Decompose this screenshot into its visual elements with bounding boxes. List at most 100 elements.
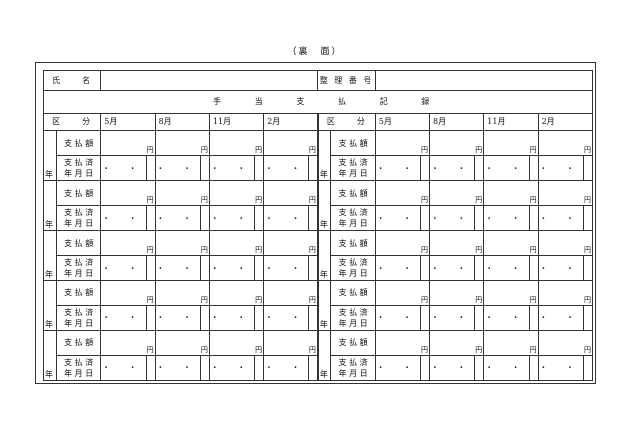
paid-date-extra-cell[interactable] bbox=[199, 155, 210, 182]
amount-yen-cell[interactable]: 円 bbox=[154, 230, 210, 257]
year-cell[interactable]: 年 bbox=[42, 280, 58, 331]
paid-date-cell[interactable]: ・ ・ bbox=[154, 205, 201, 232]
amount-yen-cell[interactable]: 円 bbox=[537, 280, 594, 306]
paid-date-cell[interactable]: ・ ・ bbox=[263, 155, 310, 182]
paid-date-cell[interactable]: ・ ・ bbox=[208, 304, 256, 331]
paid-date-cell[interactable]: ・ ・ bbox=[429, 354, 476, 382]
year-cell[interactable]: 年 bbox=[317, 130, 332, 182]
paid-date-extra-cell[interactable] bbox=[145, 304, 156, 331]
year-cell[interactable]: 年 bbox=[317, 329, 332, 382]
paid-date-cell[interactable]: ・ ・ bbox=[154, 354, 201, 382]
amount-yen-cell[interactable]: 円 bbox=[263, 180, 319, 207]
amount-yen-cell[interactable]: 円 bbox=[374, 130, 431, 157]
paid-date-cell[interactable]: ・ ・ bbox=[100, 354, 147, 382]
paid-date-cell[interactable]: ・ ・ bbox=[429, 155, 476, 182]
paid-date-extra-cell[interactable] bbox=[254, 304, 265, 331]
paid-date-cell[interactable]: ・ ・ bbox=[208, 255, 256, 282]
amount-yen-cell[interactable]: 円 bbox=[154, 180, 210, 207]
amount-yen-cell[interactable]: 円 bbox=[208, 280, 265, 306]
paid-date-cell[interactable]: ・ ・ bbox=[374, 304, 421, 331]
paid-date-extra-cell[interactable] bbox=[419, 155, 431, 182]
amount-yen-cell[interactable]: 円 bbox=[483, 130, 539, 157]
paid-date-extra-cell[interactable] bbox=[308, 155, 319, 182]
paid-date-extra-cell[interactable] bbox=[308, 255, 319, 282]
paid-date-extra-cell[interactable] bbox=[528, 304, 539, 331]
amount-yen-cell[interactable]: 円 bbox=[154, 329, 210, 356]
amount-yen-cell[interactable]: 円 bbox=[263, 130, 319, 157]
paid-date-cell[interactable]: ・ ・ bbox=[374, 354, 421, 382]
paid-date-cell[interactable]: ・ ・ bbox=[537, 205, 584, 232]
amount-yen-cell[interactable]: 円 bbox=[374, 230, 431, 257]
paid-date-cell[interactable]: ・ ・ bbox=[154, 155, 201, 182]
year-cell[interactable]: 年 bbox=[42, 329, 58, 382]
amount-yen-cell[interactable]: 円 bbox=[100, 329, 156, 356]
paid-date-extra-cell[interactable] bbox=[199, 304, 210, 331]
paid-date-cell[interactable]: ・ ・ bbox=[537, 354, 584, 382]
amount-yen-cell[interactable]: 円 bbox=[154, 130, 210, 157]
paid-date-extra-cell[interactable] bbox=[419, 205, 431, 232]
paid-date-extra-cell[interactable] bbox=[145, 354, 156, 382]
paid-date-extra-cell[interactable] bbox=[308, 304, 319, 331]
year-cell[interactable]: 年 bbox=[42, 130, 58, 182]
paid-date-extra-cell[interactable] bbox=[528, 354, 539, 382]
paid-date-cell[interactable]: ・ ・ bbox=[100, 255, 147, 282]
paid-date-extra-cell[interactable] bbox=[474, 255, 485, 282]
amount-yen-cell[interactable]: 円 bbox=[537, 130, 594, 157]
paid-date-cell[interactable]: ・ ・ bbox=[483, 354, 530, 382]
paid-date-extra-cell[interactable] bbox=[582, 155, 594, 182]
paid-date-extra-cell[interactable] bbox=[254, 354, 265, 382]
amount-yen-cell[interactable]: 円 bbox=[208, 329, 265, 356]
paid-date-extra-cell[interactable] bbox=[474, 354, 485, 382]
amount-yen-cell[interactable]: 円 bbox=[208, 180, 265, 207]
year-cell[interactable]: 年 bbox=[317, 230, 332, 282]
paid-date-extra-cell[interactable] bbox=[582, 205, 594, 232]
paid-date-extra-cell[interactable] bbox=[199, 354, 210, 382]
paid-date-extra-cell[interactable] bbox=[254, 155, 265, 182]
paid-date-extra-cell[interactable] bbox=[199, 255, 210, 282]
paid-date-cell[interactable]: ・ ・ bbox=[263, 304, 310, 331]
paid-date-extra-cell[interactable] bbox=[199, 205, 210, 232]
amount-yen-cell[interactable]: 円 bbox=[263, 230, 319, 257]
paid-date-cell[interactable]: ・ ・ bbox=[208, 354, 256, 382]
amount-yen-cell[interactable]: 円 bbox=[374, 329, 431, 356]
amount-yen-cell[interactable]: 円 bbox=[429, 280, 485, 306]
paid-date-cell[interactable]: ・ ・ bbox=[429, 255, 476, 282]
paid-date-extra-cell[interactable] bbox=[254, 205, 265, 232]
year-cell[interactable]: 年 bbox=[317, 280, 332, 331]
amount-yen-cell[interactable]: 円 bbox=[100, 180, 156, 207]
paid-date-extra-cell[interactable] bbox=[528, 255, 539, 282]
paid-date-extra-cell[interactable] bbox=[528, 205, 539, 232]
paid-date-cell[interactable]: ・ ・ bbox=[208, 205, 256, 232]
paid-date-extra-cell[interactable] bbox=[419, 255, 431, 282]
paid-date-extra-cell[interactable] bbox=[308, 205, 319, 232]
paid-date-cell[interactable]: ・ ・ bbox=[374, 255, 421, 282]
paid-date-cell[interactable]: ・ ・ bbox=[263, 354, 310, 382]
amount-yen-cell[interactable]: 円 bbox=[208, 230, 265, 257]
paid-date-extra-cell[interactable] bbox=[145, 155, 156, 182]
paid-date-cell[interactable]: ・ ・ bbox=[537, 155, 584, 182]
paid-date-cell[interactable]: ・ ・ bbox=[374, 205, 421, 232]
paid-date-extra-cell[interactable] bbox=[308, 354, 319, 382]
paid-date-cell[interactable]: ・ ・ bbox=[263, 255, 310, 282]
paid-date-extra-cell[interactable] bbox=[254, 255, 265, 282]
year-cell[interactable]: 年 bbox=[42, 180, 58, 232]
amount-yen-cell[interactable]: 円 bbox=[374, 180, 431, 207]
paid-date-extra-cell[interactable] bbox=[474, 155, 485, 182]
paid-date-cell[interactable]: ・ ・ bbox=[154, 304, 201, 331]
amount-yen-cell[interactable]: 円 bbox=[100, 130, 156, 157]
paid-date-cell[interactable]: ・ ・ bbox=[429, 205, 476, 232]
amount-yen-cell[interactable]: 円 bbox=[263, 329, 319, 356]
paid-date-extra-cell[interactable] bbox=[474, 304, 485, 331]
paid-date-cell[interactable]: ・ ・ bbox=[537, 255, 584, 282]
paid-date-cell[interactable]: ・ ・ bbox=[100, 155, 147, 182]
paid-date-cell[interactable]: ・ ・ bbox=[263, 205, 310, 232]
amount-yen-cell[interactable]: 円 bbox=[537, 180, 594, 207]
paid-date-cell[interactable]: ・ ・ bbox=[208, 155, 256, 182]
amount-yen-cell[interactable]: 円 bbox=[429, 130, 485, 157]
paid-date-extra-cell[interactable] bbox=[145, 205, 156, 232]
amount-yen-cell[interactable]: 円 bbox=[208, 130, 265, 157]
amount-yen-cell[interactable]: 円 bbox=[483, 180, 539, 207]
amount-yen-cell[interactable]: 円 bbox=[483, 329, 539, 356]
amount-yen-cell[interactable]: 円 bbox=[100, 280, 156, 306]
paid-date-extra-cell[interactable] bbox=[145, 255, 156, 282]
